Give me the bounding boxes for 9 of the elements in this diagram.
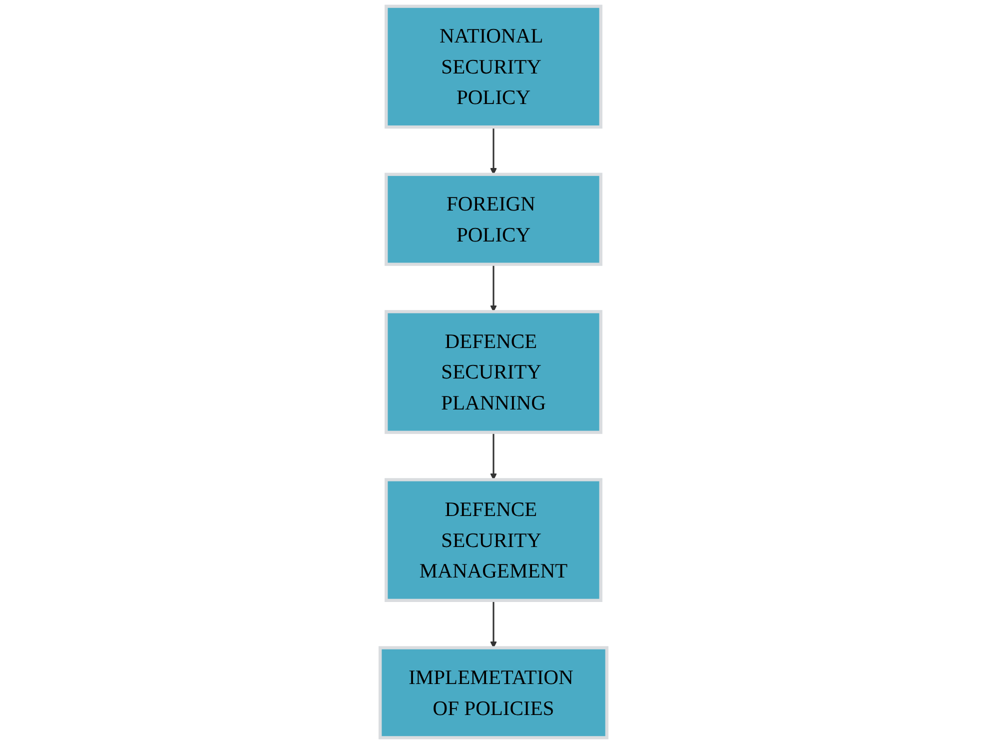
arrow bbox=[490, 264, 497, 312]
node-box: FOREIGN POLICY bbox=[384, 172, 602, 266]
arrow bbox=[490, 600, 497, 648]
arrow bbox=[490, 432, 497, 480]
node-box: NATIONAL SECURITY POLICY bbox=[384, 4, 602, 129]
arrow bbox=[490, 127, 497, 175]
node-box: IMPLEMETATION OF POLICIES bbox=[378, 646, 608, 740]
node-box: DEFENCE SECURITY MANAGEMENT bbox=[384, 478, 602, 602]
node-box: DEFENCE SECURITY PLANNING bbox=[384, 310, 602, 434]
